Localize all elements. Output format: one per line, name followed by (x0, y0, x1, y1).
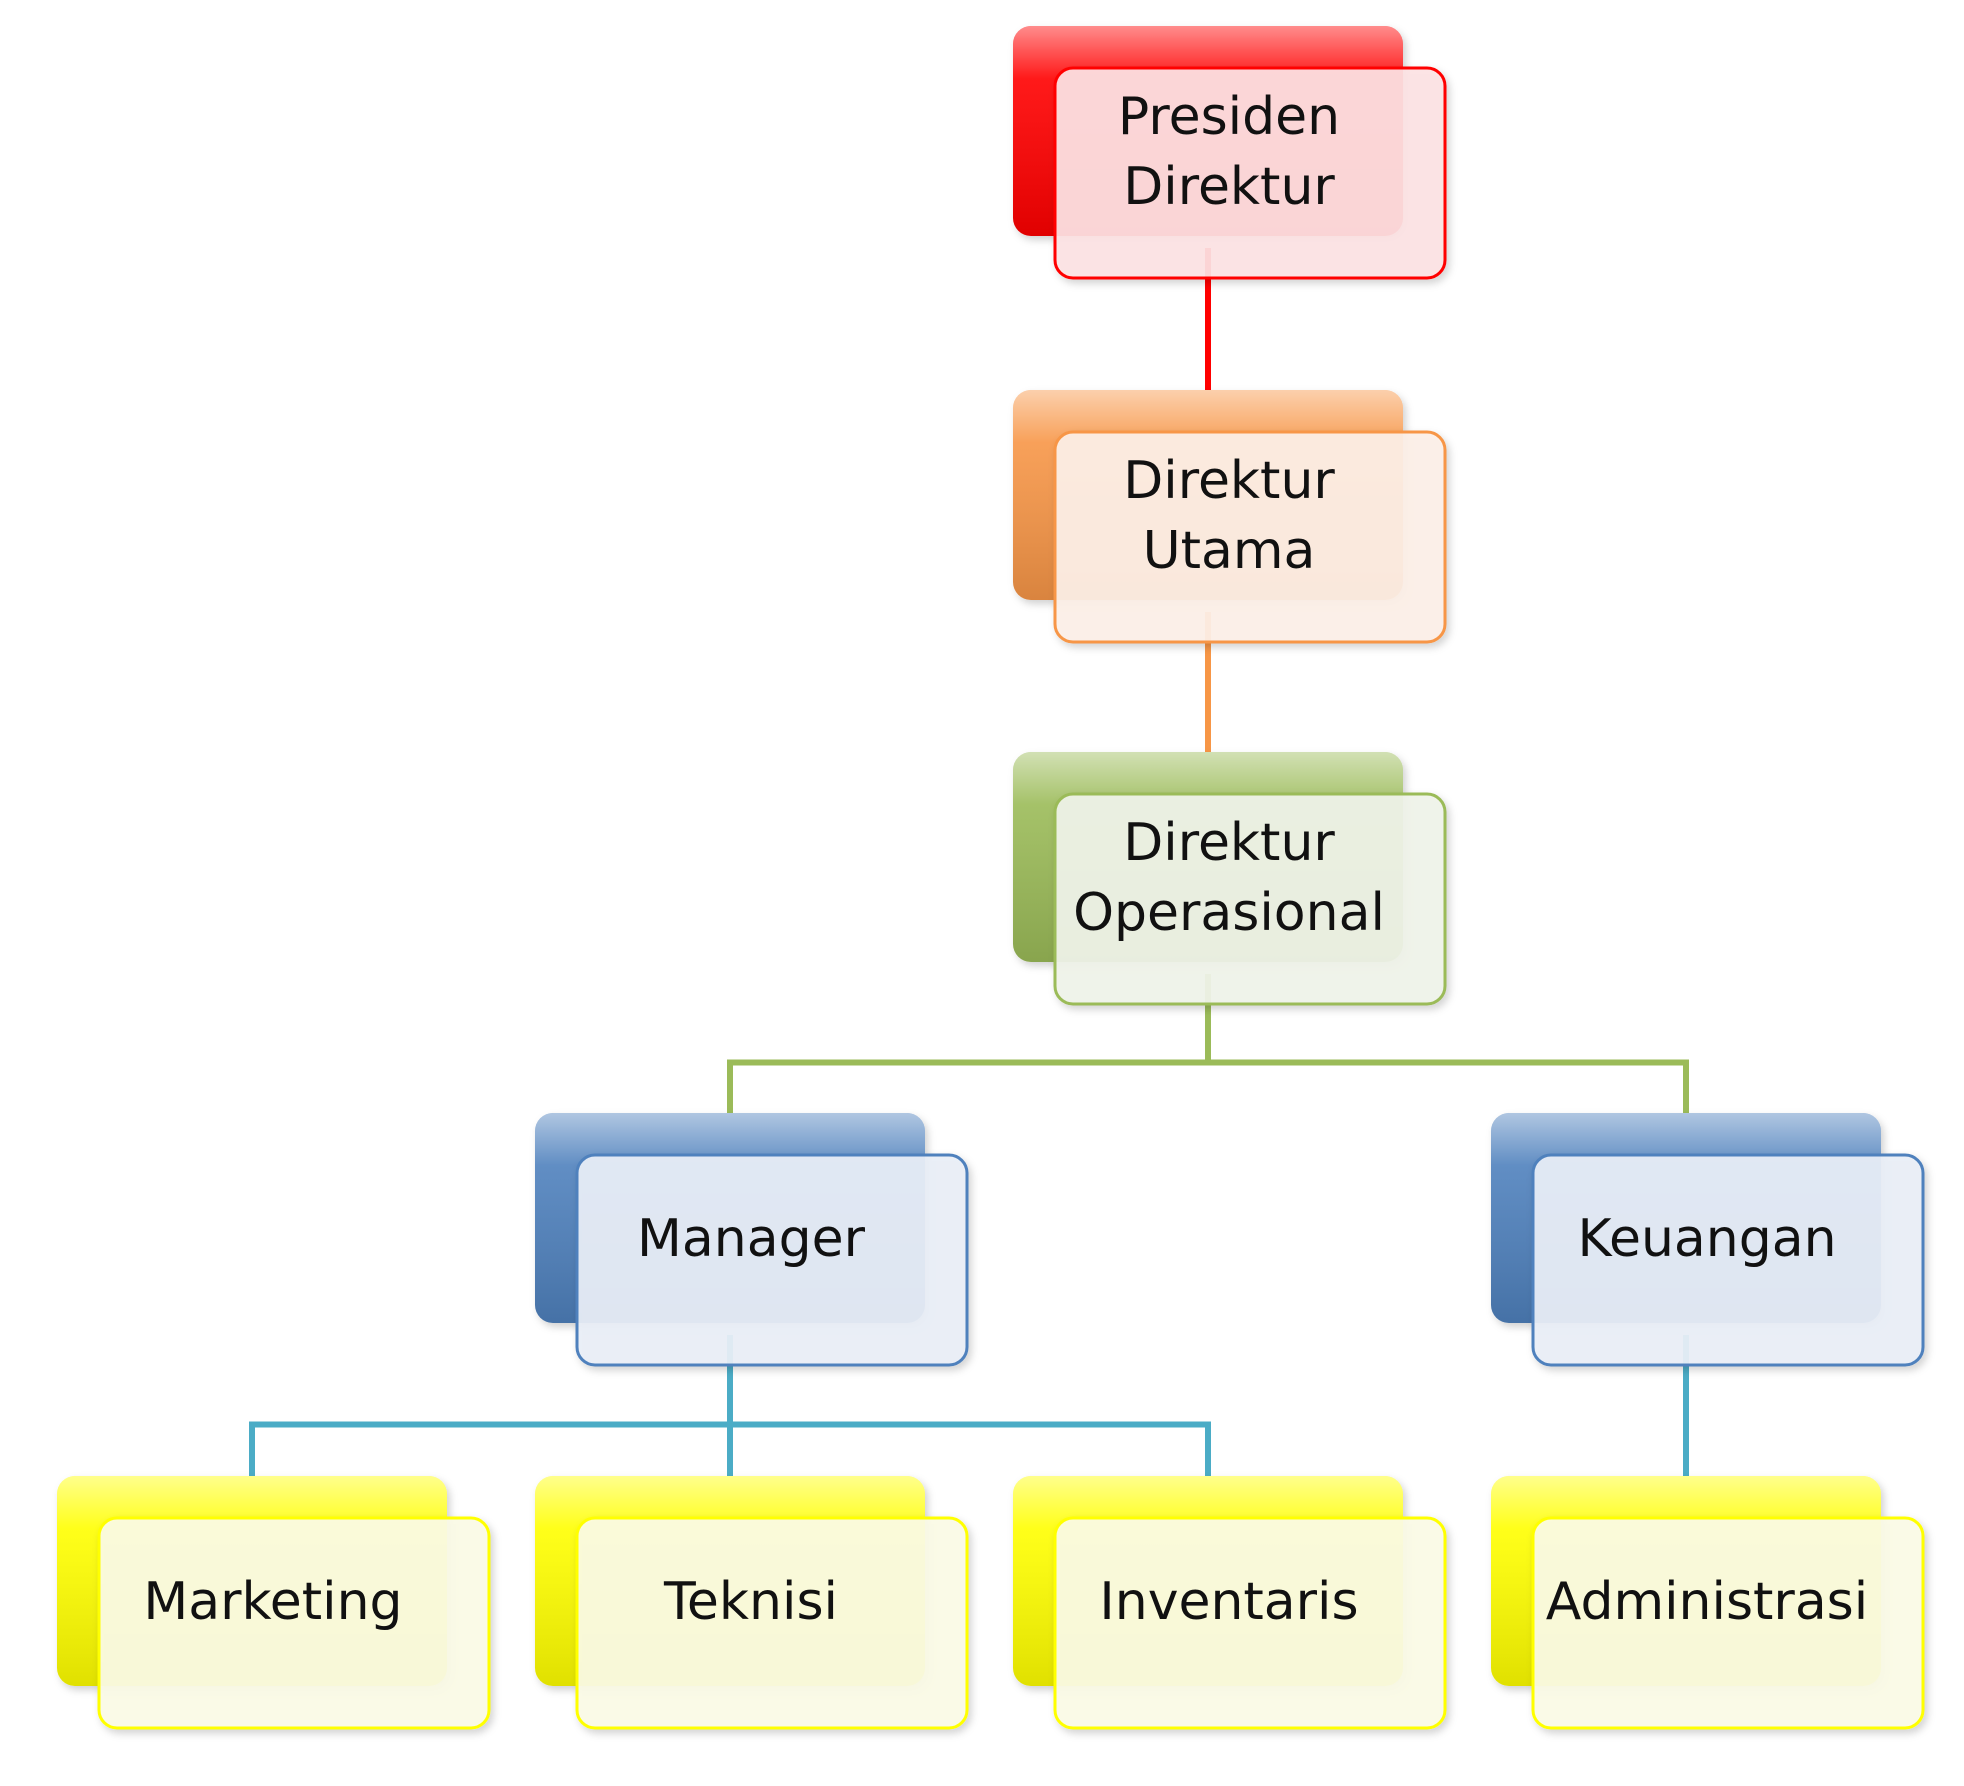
node-teknisi: Teknisi (535, 1476, 969, 1730)
node-front-card (1053, 430, 1447, 644)
node-label: Inventaris (1099, 1572, 1358, 1632)
node-front-card (97, 1516, 491, 1730)
node-front-card (575, 1153, 969, 1367)
connector-manager-to-inventaris (727, 1335, 1211, 1478)
node-front-card (1531, 1153, 1925, 1367)
node-label-line: Operasional (1073, 883, 1385, 943)
node-label-line: Direktur (1123, 157, 1335, 217)
node-label: Marketing (143, 1572, 402, 1632)
node-label: Administrasi (1546, 1572, 1868, 1632)
node-label: Teknisi (663, 1572, 838, 1632)
node-front-card (1053, 66, 1447, 280)
node-label: Manager (637, 1209, 866, 1269)
node-label-line: Manager (637, 1209, 866, 1269)
node-front-card (575, 1516, 969, 1730)
node-label-line: Keuangan (1577, 1209, 1836, 1269)
node-label: Keuangan (1577, 1209, 1836, 1269)
node-marketing: Marketing (57, 1476, 491, 1730)
node-label-line: Direktur (1123, 813, 1335, 873)
node-front-card (1053, 792, 1447, 1006)
node-label-line: Teknisi (663, 1572, 838, 1632)
node-inventaris: Inventaris (1013, 1476, 1447, 1730)
connector-layer (249, 248, 1689, 1478)
connector-direktur-operasional-to-keuangan (1205, 974, 1689, 1115)
node-label-line: Marketing (143, 1572, 402, 1632)
node-keuangan: Keuangan (1491, 1113, 1925, 1367)
node-administrasi: Administrasi (1491, 1476, 1925, 1730)
node-label-line: Presiden (1118, 87, 1340, 147)
node-label-line: Inventaris (1099, 1572, 1358, 1632)
node-label-line: Administrasi (1546, 1572, 1868, 1632)
node-front-card (1531, 1516, 1925, 1730)
node-front-card (1053, 1516, 1447, 1730)
node-manager: Manager (535, 1113, 969, 1367)
node-label-line: Direktur (1123, 451, 1335, 511)
node-label-line: Utama (1143, 521, 1316, 581)
